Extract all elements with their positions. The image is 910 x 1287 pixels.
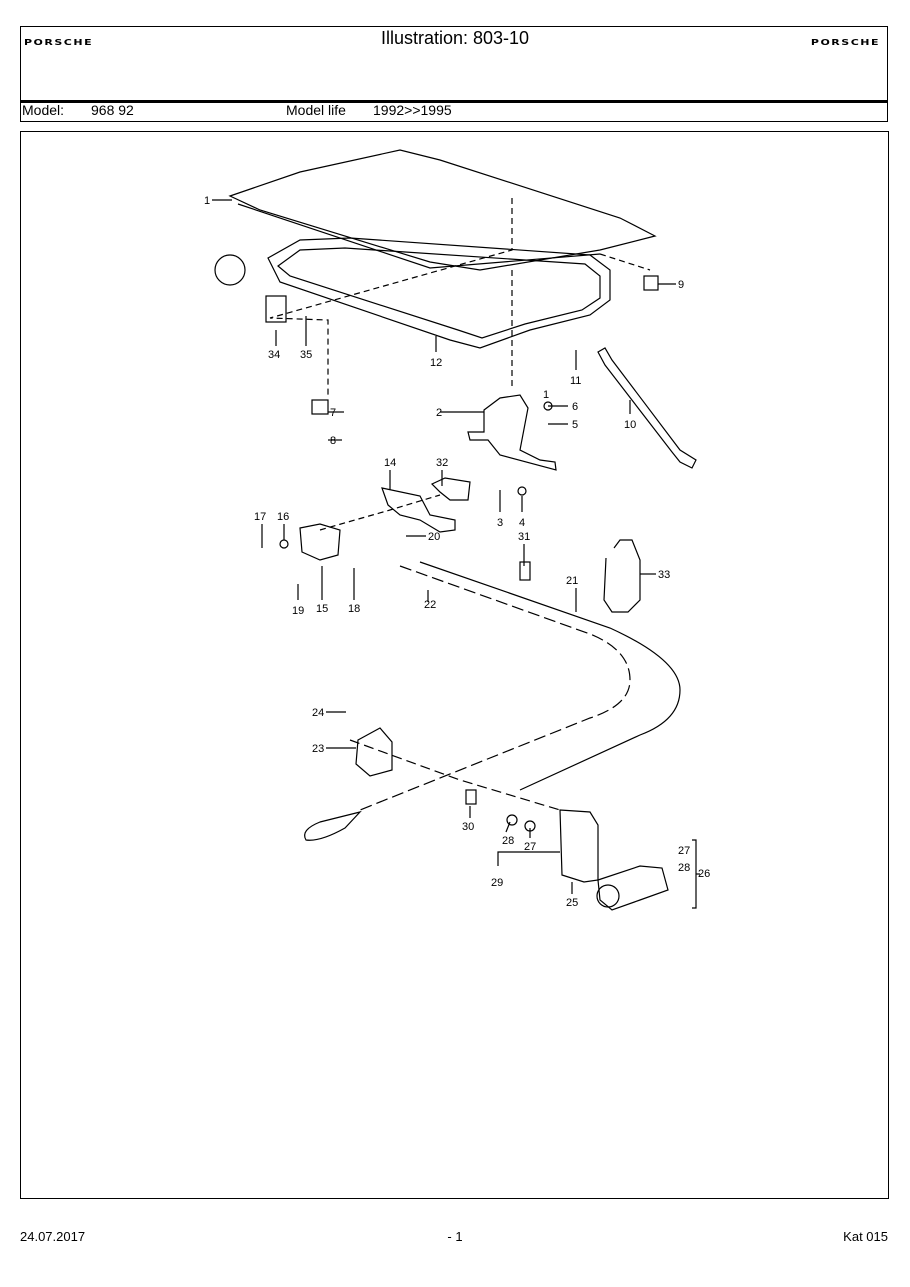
callout-27b: 27 xyxy=(678,845,690,857)
callout-18: 18 xyxy=(348,603,360,615)
callout-8: 8 xyxy=(330,435,336,447)
model-life-value: 1992>>1995 xyxy=(373,102,452,118)
callout-10: 10 xyxy=(624,419,636,431)
header-divider xyxy=(20,100,888,103)
callout-19: 19 xyxy=(292,605,304,617)
callout-3: 3 xyxy=(497,517,503,529)
callout-32: 32 xyxy=(436,457,448,469)
callout-2: 2 xyxy=(436,407,442,419)
callout-1b: 1 xyxy=(543,389,549,401)
diagram-frame xyxy=(20,131,889,1199)
callout-28b: 28 xyxy=(678,862,690,874)
callout-14: 14 xyxy=(384,457,396,469)
model-life-label: Model life xyxy=(286,102,346,118)
callout-28: 28 xyxy=(502,835,514,847)
callout-5: 5 xyxy=(572,419,578,431)
callout-9: 9 xyxy=(678,279,684,291)
brand-logo-left: PORSCHE xyxy=(24,37,94,48)
callout-7: 7 xyxy=(330,407,336,419)
callout-33: 33 xyxy=(658,569,670,581)
callout-17: 17 xyxy=(254,511,266,523)
footer-date: 24.07.2017 xyxy=(20,1229,86,1244)
page-title: Illustration: 803-10 xyxy=(380,28,530,48)
callout-16: 16 xyxy=(277,511,289,523)
model-label: Model: xyxy=(22,102,65,118)
callout-4: 4 xyxy=(519,517,525,529)
callout-31: 31 xyxy=(518,531,530,543)
footer-catalog: Kat 015 xyxy=(843,1229,888,1244)
callout-34: 34 xyxy=(268,349,280,361)
callout-6: 6 xyxy=(572,401,578,413)
callout-15: 15 xyxy=(316,603,328,615)
callout-29: 29 xyxy=(491,877,503,889)
callout-12: 12 xyxy=(430,357,442,369)
callout-23: 23 xyxy=(312,743,324,755)
callout-22: 22 xyxy=(424,599,436,611)
callout-27: 27 xyxy=(524,841,536,853)
callout-1: 1 xyxy=(204,195,210,207)
callout-20: 20 xyxy=(428,531,440,543)
callout-26: 26 xyxy=(698,868,710,880)
model-value: 968 92 xyxy=(91,102,134,118)
footer-page: - 1 xyxy=(447,1229,463,1244)
callout-30: 30 xyxy=(462,821,474,833)
callout-35: 35 xyxy=(300,349,312,361)
callout-25: 25 xyxy=(566,897,578,909)
header-box xyxy=(20,26,888,122)
brand-logo-right: PORSCHE xyxy=(810,37,880,48)
callout-21: 21 xyxy=(566,575,578,587)
callout-11: 11 xyxy=(570,375,581,387)
callout-24: 24 xyxy=(312,707,324,719)
